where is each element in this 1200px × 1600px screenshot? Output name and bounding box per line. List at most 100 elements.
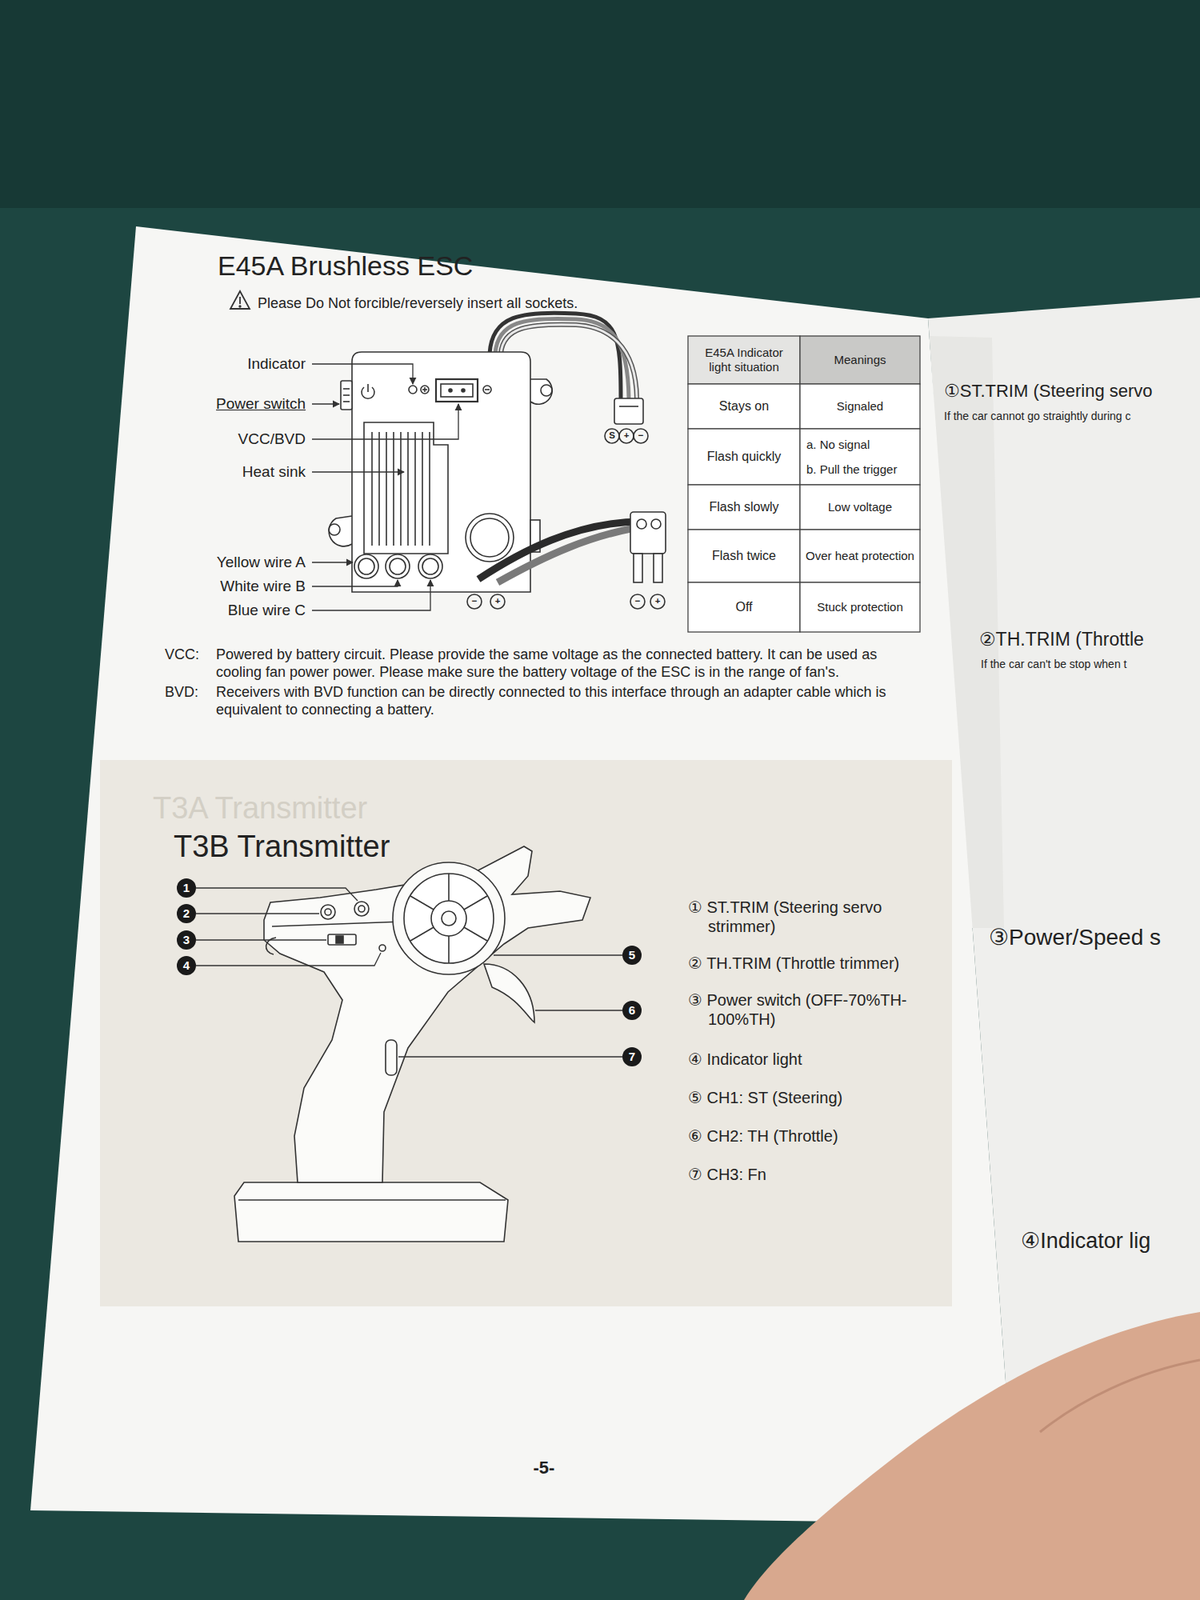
part-name: Blue wire C — [120, 601, 306, 620]
pin-symbol: + — [620, 429, 633, 443]
table-cell: Signaled — [800, 384, 920, 429]
legend-item: ③ Power switch (OFF-70%TH-100%TH) — [688, 990, 908, 1029]
next-page-text: If the car cannot go straightly during c — [944, 409, 1131, 424]
label-text: Stays on — [719, 398, 769, 414]
callout-number: 2 — [176, 904, 196, 924]
label-text: ④Indicator lig — [1020, 1228, 1151, 1253]
label-text: Indicator — [247, 355, 306, 372]
hand-crease — [1040, 1360, 1200, 1432]
section-heading: T3B Transmitter — [173, 828, 390, 866]
label-text: ②TH.TRIM (Throttle — [979, 628, 1144, 650]
label-text: Off — [735, 599, 752, 615]
label-text: ② TH.TRIM (Throttle trimmer) — [688, 954, 900, 972]
table-cell: Low voltage — [800, 484, 920, 530]
part-name: VCC/BVD — [120, 430, 306, 449]
label-text: − — [638, 430, 644, 442]
callout-number: 4 — [176, 956, 196, 976]
label-text: Low voltage — [828, 500, 892, 515]
label-text: VCC/BVD — [238, 430, 306, 448]
label-text: Receivers with BVD function can be direc… — [216, 684, 886, 718]
label-text: ⑦ CH3: Fn — [688, 1165, 767, 1184]
label-text: T3A Transmitter — [152, 791, 368, 825]
label-text: Over heat protection — [805, 548, 915, 564]
indicator-table — [688, 336, 920, 632]
pin-symbol: − — [468, 595, 481, 608]
label-text: + — [495, 596, 501, 608]
label-text: Blue wire C — [228, 601, 306, 619]
label-text: ③ Power switch (OFF-70%TH-100%TH) — [688, 991, 908, 1028]
table-cell: Over heat protection — [800, 529, 920, 583]
label-text: White wire B — [220, 577, 306, 595]
label-text: If the car cannot go straightly during c — [944, 409, 1131, 423]
label-text: − — [472, 596, 478, 608]
pin-symbol: S — [605, 429, 619, 443]
label-text: ① ST.TRIM (Steering servo strimmer) — [688, 898, 882, 936]
part-name: Indicator — [120, 355, 306, 374]
next-page-heading: ④Indicator lig — [1020, 1228, 1151, 1254]
esc-illustration — [328, 312, 666, 609]
label-text: E45A Indicator light situation — [692, 345, 796, 375]
label-text: 4 — [183, 958, 190, 973]
note-key: BVD: — [164, 684, 216, 702]
label-text: BVD: — [164, 684, 199, 700]
label-text: Flash twice — [712, 548, 776, 564]
part-name: White wire B — [120, 577, 306, 596]
table-cell: Stuck protection — [800, 582, 920, 632]
page-number: -5- — [512, 1457, 576, 1479]
hand — [744, 1312, 1200, 1600]
label-text: VCC: — [164, 646, 200, 663]
table-cell: Flash twice — [688, 529, 800, 583]
label-text: − — [635, 596, 641, 608]
legend-item: ⑤ CH1: ST (Steering) — [688, 1088, 948, 1108]
note-text: Receivers with BVD function can be direc… — [216, 684, 916, 719]
note-text: Powered by battery circuit. Please provi… — [216, 646, 916, 681]
label-text: 5 — [628, 948, 636, 963]
table-header: Meanings — [800, 336, 920, 384]
panel-ground — [100, 760, 952, 1307]
table-cell: b. Pull the trigger — [800, 456, 920, 482]
label-text: Signaled — [836, 399, 884, 414]
section-panel: T3B Transmitter — [100, 760, 952, 1307]
callout-leaders — [196, 888, 623, 1057]
label-text: Meanings — [833, 352, 886, 368]
warning-icon — [230, 291, 250, 309]
table-cell: Flash slowly — [688, 484, 800, 530]
label-text: Flash slowly — [708, 499, 779, 515]
pin-symbol: − — [631, 595, 644, 608]
legend-item: ⑦ CH3: Fn — [688, 1164, 948, 1184]
label-text: If the car can't be stop when t — [980, 657, 1127, 671]
label-text: ①ST.TRIM (Steering servo — [944, 380, 1153, 401]
table-cell: Flash quickly — [688, 428, 800, 485]
label-text: Stuck protection — [816, 600, 904, 615]
callout-number: 3 — [176, 930, 196, 950]
label-text: 7 — [628, 1049, 636, 1064]
part-name: Heat sink — [120, 463, 306, 482]
label-text: S — [608, 430, 616, 442]
label-text: b. Pull the trigger — [806, 462, 897, 477]
callout-number: 1 — [176, 878, 196, 898]
label-text: Flash quickly — [707, 448, 781, 464]
label-text: ③Power/Speed s — [988, 924, 1161, 950]
pin-symbol: − — [634, 429, 648, 443]
legend-item: ① ST.TRIM (Steering servo strimmer) — [688, 897, 908, 936]
label-text: Please Do Not forcible/reversely insert … — [257, 295, 578, 312]
label-text: Power switch — [216, 395, 306, 412]
note-key: VCC: — [164, 646, 216, 664]
next-page-heading: ②TH.TRIM (Throttle — [979, 628, 1144, 652]
label-text: Yellow wire A — [216, 553, 306, 571]
table-header: E45A Indicator light situation — [688, 336, 800, 384]
label-text: Heat sink — [242, 463, 306, 480]
label-text: ④ Indicator light — [688, 1050, 802, 1068]
table-surface-dark — [0, 0, 1200, 208]
left-page — [30, 226, 1016, 1524]
label-text: a. No signal — [806, 437, 870, 452]
leader-lines — [312, 364, 459, 611]
transmitter-illustration — [234, 846, 591, 1242]
table-cell: Stays on — [688, 384, 800, 429]
next-page-heading: ③Power/Speed s — [988, 924, 1161, 952]
label-text: 2 — [183, 906, 190, 921]
label-text: 3 — [183, 932, 190, 948]
label-text: Powered by battery circuit. Please provi… — [216, 646, 877, 680]
warning-note: Please Do Not forcible/reversely insert … — [257, 295, 866, 313]
callout-number: 6 — [622, 1000, 642, 1020]
